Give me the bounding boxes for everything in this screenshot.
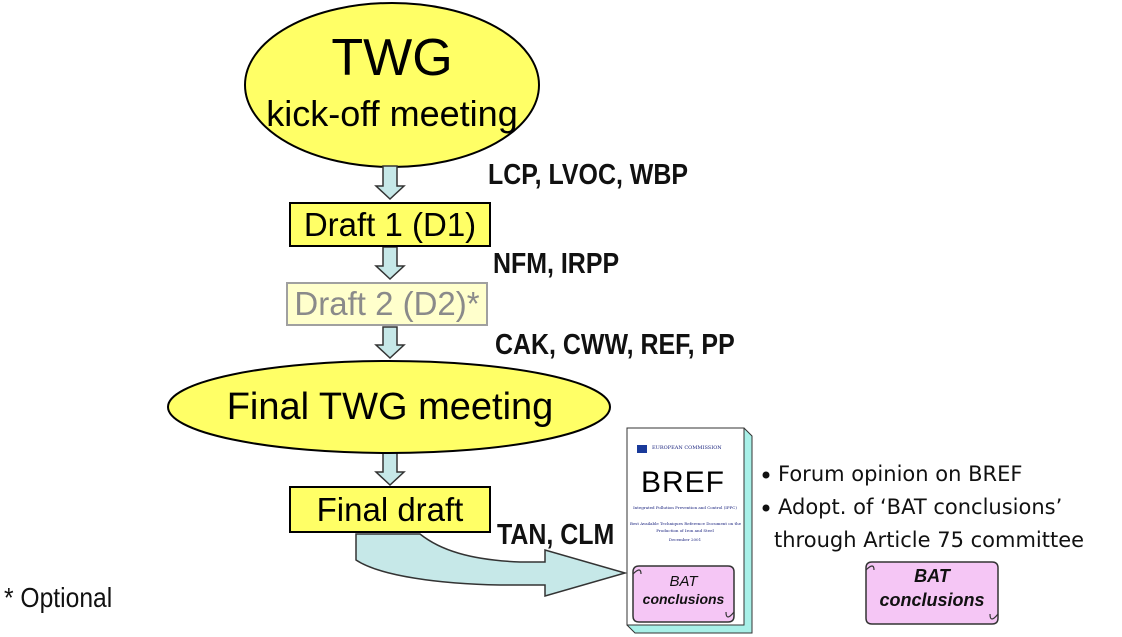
label-after-kickoff: LCP, LVOC, WBP — [488, 159, 689, 191]
bref-line3: Production of Iron and Steel — [656, 528, 714, 533]
outcome-bullet-2-cont: through Article 75 committee — [774, 528, 1085, 552]
bat-scroll-line1: BAT — [914, 566, 950, 586]
bref-line1: Integrated Pollution Prevention and Cont… — [633, 505, 737, 510]
bref-scroll-line1: BAT — [669, 573, 698, 590]
bref-line2: Best Available Techniques Reference Docu… — [630, 521, 742, 526]
final-meeting-oval — [167, 360, 611, 454]
label-after-draft1: NFM, IRPP — [493, 248, 620, 280]
label-after-final-draft: TAN, CLM — [497, 519, 615, 551]
arrow-draft1-to-draft2 — [374, 246, 406, 281]
bref-title: BREF — [641, 466, 726, 499]
bref-date: December 2001 — [668, 537, 702, 542]
bref-scroll-line2: conclusions — [642, 591, 725, 607]
bref-scroll-icon — [632, 565, 735, 623]
arrow-kickoff-to-draft1 — [374, 165, 406, 201]
draft2-box: Draft 2 (D2)* — [286, 282, 488, 326]
kickoff-title: TWG — [331, 29, 453, 87]
arrow-draft2-to-final-meeting — [374, 326, 406, 360]
final-meeting-label: Final TWG meeting — [226, 386, 554, 428]
bat-scroll-icon — [865, 561, 999, 625]
label-after-draft2: CAK, CWW, REF, PP — [495, 329, 735, 361]
optional-footnote: * Optional — [4, 582, 113, 613]
curved-arrow-to-bref — [355, 533, 628, 597]
bullet-dot-2 — [762, 504, 770, 512]
bat-scroll-line2: conclusions — [879, 590, 985, 610]
outcome-bullet-2: Adopt. of ‘BAT conclusions’ — [778, 495, 1063, 519]
final-draft-box: Final draft — [289, 486, 491, 533]
arrow-final-meeting-to-final-draft — [374, 451, 406, 487]
kickoff-subtitle: kick-off meeting — [266, 93, 518, 134]
bref-header: EUROPEAN COMMISSION — [652, 445, 722, 451]
draft1-box: Draft 1 (D1) — [289, 202, 491, 247]
bullet-dot-1 — [762, 471, 770, 479]
outcome-bullet-1: Forum opinion on BREF — [778, 462, 1023, 486]
